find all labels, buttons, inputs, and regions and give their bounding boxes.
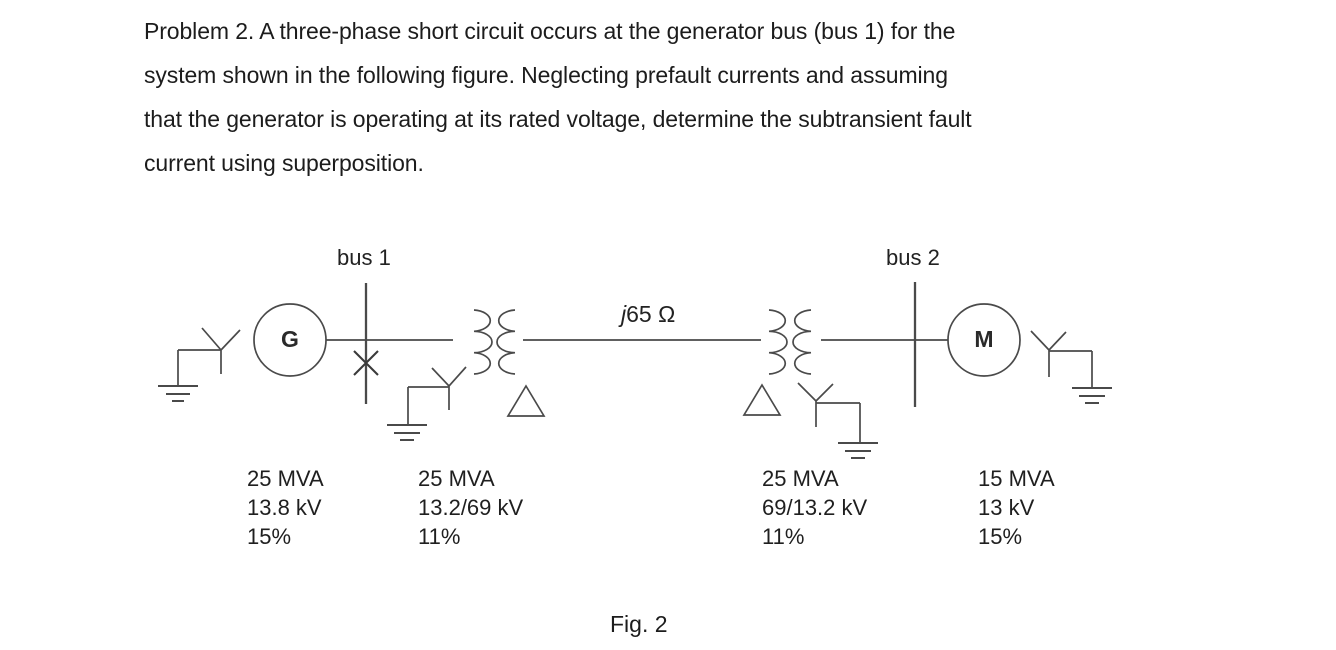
generator-letter: G xyxy=(281,325,299,352)
transformer1-delta-icon xyxy=(506,384,546,417)
rating-line: 13 kV xyxy=(978,495,1035,520)
rating-motor: 15 MVA 13 kV 15% xyxy=(978,464,1055,551)
impedance-value: 65 Ω xyxy=(626,301,676,327)
transformer2-symbol xyxy=(768,309,812,375)
problem-line: Problem 2. A three-phase short circuit o… xyxy=(144,18,956,44)
rating-line: 15% xyxy=(247,524,292,549)
line-impedance-label: j65 Ω xyxy=(621,301,675,328)
problem-statement: Problem 2. A three-phase short circuit o… xyxy=(144,9,1154,185)
rating-transformer2: 25 MVA 69/13.2 kV 11% xyxy=(762,464,867,551)
motor-wye-ground-icon xyxy=(1030,330,1112,404)
rating-line: 25 MVA xyxy=(247,466,324,491)
rating-generator: 25 MVA 13.8 kV 15% xyxy=(247,464,324,551)
rating-transformer1: 25 MVA 13.2/69 kV 11% xyxy=(418,464,523,551)
problem-line: system shown in the following figure. Ne… xyxy=(144,62,948,88)
rating-line: 15 MVA xyxy=(978,466,1055,491)
rating-line: 13.2/69 kV xyxy=(418,495,524,520)
figure-caption: Fig. 2 xyxy=(610,611,668,637)
impedance-j: j xyxy=(621,301,627,327)
rating-line: 69/13.2 kV xyxy=(762,495,868,520)
problem-line: that the generator is operating at its r… xyxy=(144,106,972,132)
fault-x-icon xyxy=(353,350,379,376)
generator-wye-ground-icon xyxy=(158,327,241,402)
transformer1-symbol xyxy=(473,309,516,375)
transformer2-wye-ground-icon xyxy=(797,382,878,459)
rating-line: 25 MVA xyxy=(418,466,495,491)
problem-line: current using superposition. xyxy=(144,150,424,176)
rating-line: 15% xyxy=(978,524,1023,549)
rating-line: 13.8 kV xyxy=(247,495,322,520)
motor-letter: M xyxy=(974,325,994,352)
bus2-label: bus 2 xyxy=(886,245,940,270)
transformer1-wye-ground-icon xyxy=(387,366,467,441)
rating-line: 25 MVA xyxy=(762,466,839,491)
motor-circle xyxy=(947,303,1021,377)
bus1-label: bus 1 xyxy=(337,245,391,270)
transformer2-delta-icon xyxy=(742,383,782,416)
rating-line: 11% xyxy=(762,524,805,549)
rating-line: 11% xyxy=(418,524,461,549)
